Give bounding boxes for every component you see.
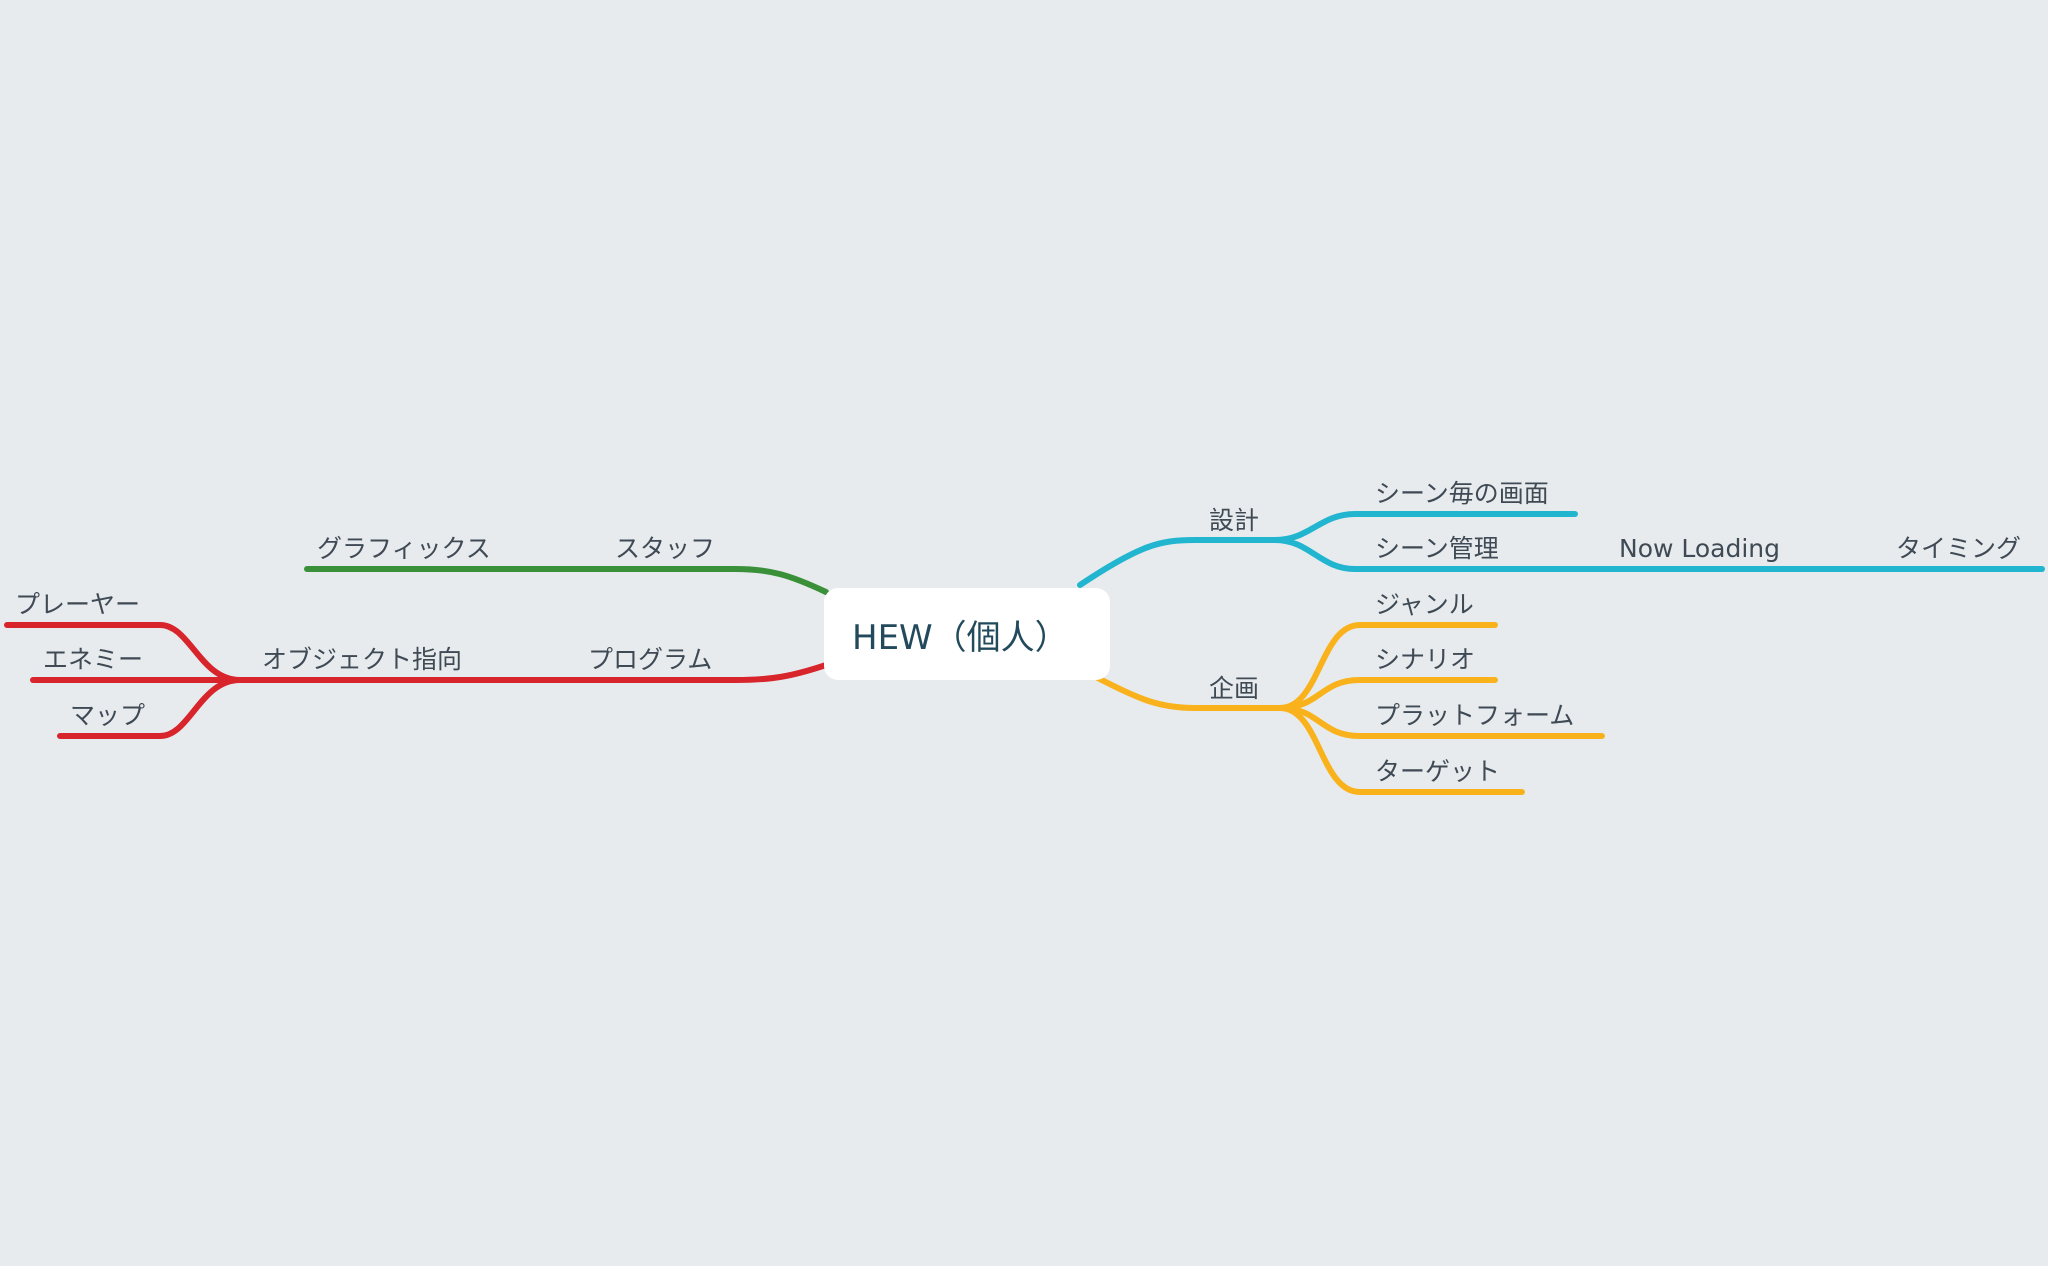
central-topic-label: HEW（個人）	[852, 617, 1069, 658]
connector-planning-target	[1277, 705, 1525, 795]
topic-design[interactable]: 設計	[1209, 506, 1260, 535]
topic-object-oriented[interactable]: オブジェクト指向	[262, 645, 463, 674]
connector-central-planning	[1091, 673, 1283, 711]
topic-scene-management[interactable]: シーン管理	[1375, 534, 1499, 563]
topic-timing[interactable]: タイミング	[1896, 534, 2022, 563]
staff-branch-lines	[304, 566, 829, 595]
topic-platform[interactable]: プラットフォーム	[1375, 701, 1575, 730]
topic-enemy[interactable]: エネミー	[43, 645, 144, 674]
connector-design-scene-management	[1272, 537, 1523, 572]
topic-map[interactable]: マップ	[70, 701, 146, 730]
topic-now-loading[interactable]: Now Loading	[1619, 534, 1781, 563]
topic-program[interactable]: プログラム	[588, 645, 713, 674]
connector-oo-map	[57, 677, 243, 739]
planning-branch-lines	[1091, 622, 1605, 795]
central-topic[interactable]: HEW（個人）	[824, 588, 1110, 680]
topic-planning[interactable]: 企画	[1209, 674, 1260, 703]
connector-central-staff	[602, 566, 829, 595]
topic-scenario[interactable]: シナリオ	[1375, 645, 1476, 674]
topic-player[interactable]: プレーヤー	[15, 590, 141, 619]
topic-scene-screens[interactable]: シーン毎の画面	[1375, 479, 1549, 508]
topic-staff[interactable]: スタッフ	[615, 534, 716, 563]
connector-central-design	[1077, 537, 1278, 588]
connector-central-program	[577, 662, 829, 683]
topic-target[interactable]: ターゲット	[1375, 757, 1501, 786]
design-branch-lines	[1077, 511, 2045, 588]
program-branch-lines	[4, 622, 829, 739]
topic-genre[interactable]: ジャンル	[1375, 590, 1474, 619]
topic-graphics[interactable]: グラフィックス	[317, 534, 491, 563]
